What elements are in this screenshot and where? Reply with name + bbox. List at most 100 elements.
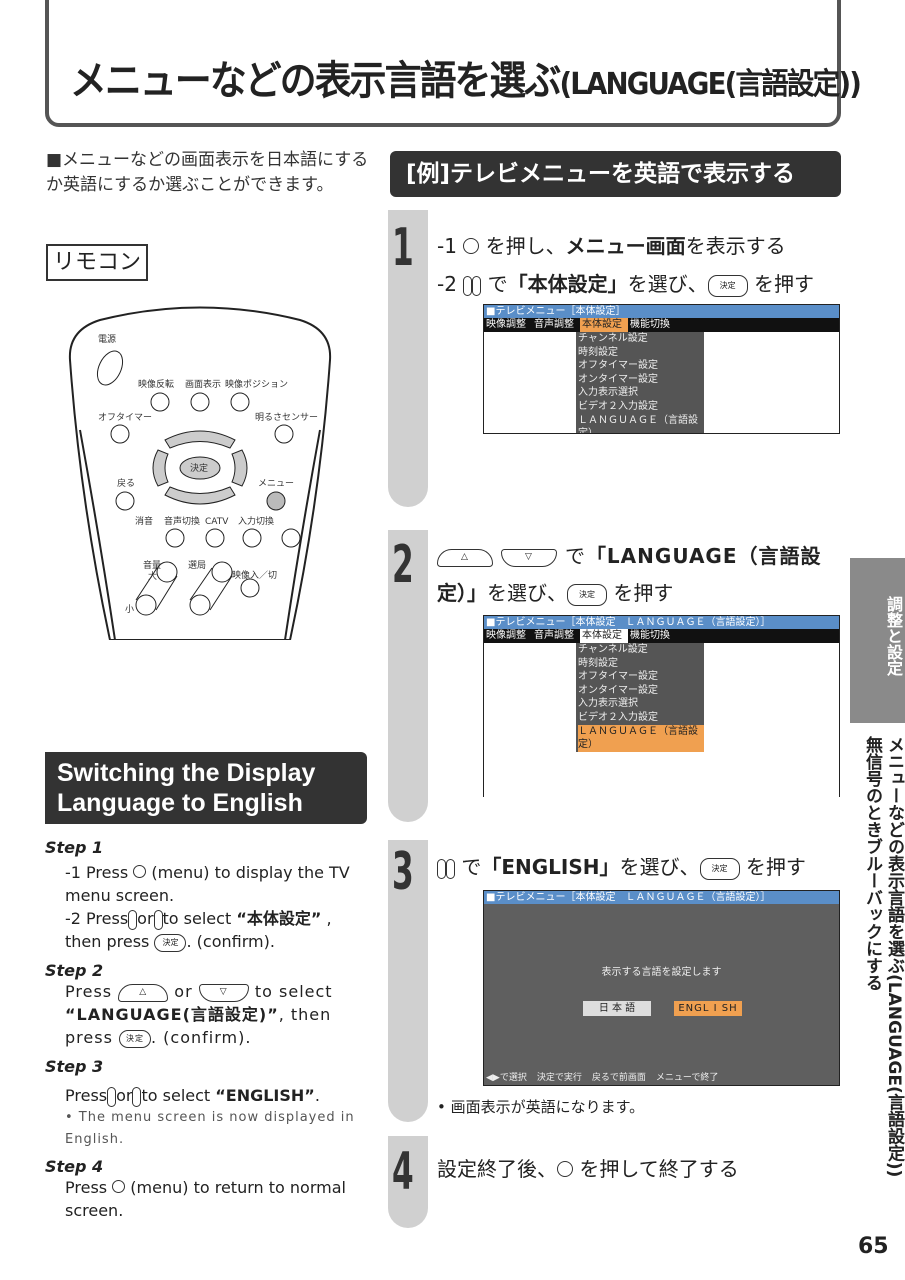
menu-button-icon xyxy=(112,1180,126,1193)
left-button-icon xyxy=(463,275,473,296)
ok-label: 決定 xyxy=(190,462,208,474)
english-heading-line2: Language to English xyxy=(57,789,303,817)
text: “ENGLISH” xyxy=(215,1086,315,1105)
text: を選び、 xyxy=(627,272,708,296)
option-english-selected: ENGL I SH xyxy=(674,1001,742,1016)
text: を選び、 xyxy=(619,855,700,879)
text: 設定終了後、 xyxy=(437,1157,557,1181)
side-index-line: 無信号のときブルーバックにする xyxy=(862,736,882,991)
step-number: 4 xyxy=(392,1142,414,1202)
step-strip xyxy=(388,840,428,1122)
text: Press xyxy=(65,1178,108,1197)
english-steps: Step 1 -1 Press (menu) to display the TV… xyxy=(45,838,370,1222)
text: を表示する xyxy=(685,234,786,258)
example-header: [例]テレビメニューを英語で表示する xyxy=(390,151,841,197)
text: to select xyxy=(162,909,232,928)
left-button-icon xyxy=(128,909,138,930)
help-text: ◀▶で選択 xyxy=(486,1073,527,1083)
menu-tab-selected: 本体設定 xyxy=(580,629,628,643)
side-index-line: メニューなどの表示言語を選ぶ(LANGUAGE(言語設定)) xyxy=(884,736,904,1178)
menu-tab-selected: 本体設定 xyxy=(580,318,628,332)
step4-heading: Step 4 xyxy=(45,1157,104,1176)
menu-item: オフタイマー設定 xyxy=(578,671,658,683)
menu-tab: 映像調整 xyxy=(486,630,526,641)
up-button-icon: △ xyxy=(437,548,493,567)
text: (menu) to return to normal screen. xyxy=(65,1178,346,1220)
btn-label: 音量 xyxy=(143,559,161,571)
right-button-icon xyxy=(132,1086,142,1107)
text: で xyxy=(461,855,482,879)
ok-button-icon: 決定 xyxy=(699,857,740,880)
btn-label: 画面表示 xyxy=(185,378,221,390)
dropdown-menu: チャンネル設定時刻設定オフタイマー設定オンタイマー設定入力表示選択ビデオ２入力設… xyxy=(576,332,704,434)
step3-note: • The menu screen is now displayed in En… xyxy=(65,1110,355,1147)
menu-item: ＬＡＮＧＵＡＧＥ（言語設定） xyxy=(578,414,698,434)
btn-label: 映像反転 xyxy=(138,378,174,390)
step2-heading: Step 2 xyxy=(45,961,104,980)
text: -1 xyxy=(437,234,457,258)
text: or xyxy=(137,909,154,928)
tv-screen-2: ■テレビメニュー［本体設定 ＬＡＮＧＵＡＧＥ（言語設定）］ 映像調整音声調整本体… xyxy=(483,615,840,797)
text: , then press xyxy=(65,909,332,951)
text: 「本体設定」 xyxy=(507,272,628,296)
screen-title-bar: ■テレビメニュー［本体設定 ＬＡＮＧＵＡＧＥ（言語設定）］ xyxy=(484,616,839,629)
menu-tab: 音声調整 xyxy=(534,319,574,330)
text: を選び、 xyxy=(487,581,567,605)
btn-label: CATV xyxy=(205,517,229,527)
step-number: 1 xyxy=(392,218,414,278)
btn-label: 消音 xyxy=(135,515,153,527)
menu-item: 入力表示選択 xyxy=(578,698,638,710)
menu-item: 時刻設定 xyxy=(578,346,618,358)
menu-button xyxy=(266,491,286,511)
screen-title-bar: ■テレビメニュー［本体設定 ＬＡＮＧＵＡＧＥ（言語設定）］ xyxy=(484,891,839,904)
text: 「ENGLISH」 xyxy=(481,855,620,879)
right-button-icon xyxy=(446,858,455,879)
text: (menu) to display the TV menu screen. xyxy=(65,863,350,905)
text: Press xyxy=(65,1086,108,1105)
text: . (confirm). xyxy=(151,1028,252,1047)
menu-tab: 映像調整 xyxy=(486,319,526,330)
text: . (confirm). xyxy=(186,932,275,951)
step3-heading: Step 3 xyxy=(45,1057,104,1076)
step-strip xyxy=(388,530,428,822)
text: を押す xyxy=(745,855,806,879)
remote-illustration: 電源 映像反転 画面表示 映像ポジション オフタイマー 明るさセンサー 決定 戻… xyxy=(68,306,332,640)
text: を押して終了する xyxy=(579,1157,739,1181)
text: to select xyxy=(254,982,333,1001)
menu-tab: 機能切換 xyxy=(630,319,670,330)
text: 定）」 xyxy=(437,581,487,605)
ok-button-icon: 決定 xyxy=(154,933,187,952)
title-sub: (LANGUAGE(言語設定)) xyxy=(559,67,861,102)
page-title: メニューなどの表示言語を選ぶ(LANGUAGE(言語設定)) xyxy=(70,48,862,106)
menu-item: オフタイマー設定 xyxy=(578,360,658,372)
screen-title-bar: ■テレビメニュー［本体設定］ xyxy=(484,305,839,318)
btn-label: 小 xyxy=(125,604,134,615)
btn-label: 戻る xyxy=(117,477,135,489)
text: . xyxy=(314,1086,320,1105)
section-tab: 調整と設定 xyxy=(850,558,905,723)
text: “LANGUAGE(言語設定)” xyxy=(65,1005,279,1024)
intro-text: ■メニューなどの画面表示を日本語にするか英語にするか選ぶことができます。 xyxy=(46,150,369,195)
btn-label: 映像入／切 xyxy=(232,569,277,581)
text: メニュー画面 xyxy=(565,234,686,258)
btn-label: オフタイマー xyxy=(98,412,152,423)
btn-label: メニュー xyxy=(258,479,294,489)
dropdown-menu: チャンネル設定時刻設定オフタイマー設定オンタイマー設定入力表示選択ビデオ２入力設… xyxy=(576,643,704,752)
menu-item: チャンネル設定 xyxy=(578,644,648,655)
tv-screen-3: ■テレビメニュー［本体設定 ＬＡＮＧＵＡＧＥ（言語設定）］ 表示する言語を設定し… xyxy=(483,890,840,1086)
title-main: メニューなどの表示言語を選ぶ xyxy=(70,58,561,104)
step-strip xyxy=(388,1136,428,1228)
menu-item: オンタイマー設定 xyxy=(578,684,658,696)
screen-menu-bar: 映像調整音声調整本体設定機能切換 xyxy=(484,318,839,332)
btn-label: 大 xyxy=(148,570,157,582)
ok-button-icon: 決定 xyxy=(707,274,748,297)
left-button-icon xyxy=(107,1086,117,1107)
menu-item: ビデオ２入力設定 xyxy=(578,400,658,412)
btn-label: 選局 xyxy=(188,560,206,571)
menu-item: チャンネル設定 xyxy=(578,333,648,344)
menu-item: 時刻設定 xyxy=(578,657,618,669)
step-strip xyxy=(388,210,428,507)
btn-label: 入力切換 xyxy=(238,515,274,527)
